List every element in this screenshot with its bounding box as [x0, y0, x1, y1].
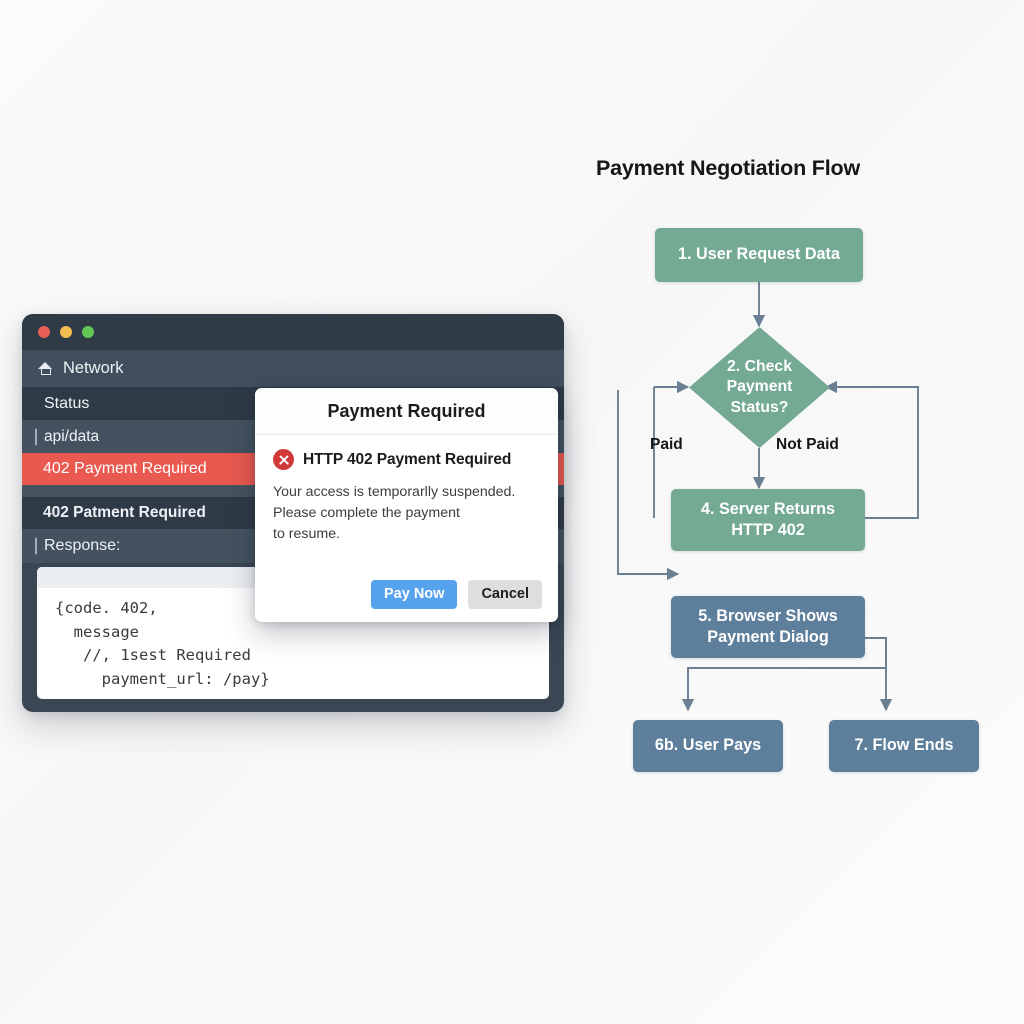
secondary-status-label: 402 Patment Required: [43, 504, 206, 521]
response-label: Response:: [44, 537, 121, 554]
flow-node-4[interactable]: 4. Server Returns HTTP 402: [671, 489, 865, 551]
network-navbar: Network: [22, 350, 564, 387]
cancel-button[interactable]: Cancel: [468, 580, 542, 609]
edge-4-to-2: [824, 380, 919, 519]
flowchart-connectors: [617, 282, 919, 712]
home-icon[interactable]: [38, 361, 53, 376]
flow-node-1[interactable]: 1. User Request Data: [655, 228, 863, 282]
maximize-window-icon[interactable]: [82, 326, 94, 338]
dialog-error-heading: HTTP 402 Payment Required: [303, 450, 512, 468]
dialog-body: HTTP 402 Payment Required Your access is…: [255, 435, 558, 567]
error-circle-x-icon: [273, 449, 294, 470]
pay-now-button[interactable]: Pay Now: [371, 580, 458, 609]
dialog-message: Your access is temporarlly suspended. Pl…: [273, 484, 516, 543]
window-titlebar: [22, 314, 564, 350]
flow-node-7[interactable]: 7. Flow Ends: [829, 720, 979, 772]
edge-2-to-5-paid: [617, 390, 680, 581]
dialog-error-line: HTTP 402 Payment Required: [273, 449, 540, 470]
network-tab-label[interactable]: Network: [63, 359, 124, 377]
close-window-icon[interactable]: [38, 326, 50, 338]
payment-negotiation-flowchart: Payment Negotiation Flow: [596, 140, 1008, 800]
dialog-title: Payment Required: [255, 388, 558, 435]
flow-node-5[interactable]: 5. Browser Shows Payment Dialog: [671, 596, 865, 658]
response-json-code: {code. 402, message //, 1sest Required p…: [55, 599, 270, 688]
status-column-header-label: Status: [44, 394, 90, 412]
branch-label-paid: Paid: [650, 436, 683, 453]
dialog-actions: Pay Now Cancel: [255, 567, 558, 622]
branch-label-not-paid: Not Paid: [776, 436, 839, 453]
flow-node-6b[interactable]: 6b. User Pays: [633, 720, 783, 772]
endpoint-label: api/data: [44, 427, 100, 445]
error-status-label: 402 Payment Required: [43, 460, 207, 477]
minimize-window-icon[interactable]: [60, 326, 72, 338]
flowchart-title: Payment Negotiation Flow: [596, 156, 860, 180]
payment-required-dialog: Payment Required HTTP 402 Payment Requir…: [255, 388, 558, 622]
